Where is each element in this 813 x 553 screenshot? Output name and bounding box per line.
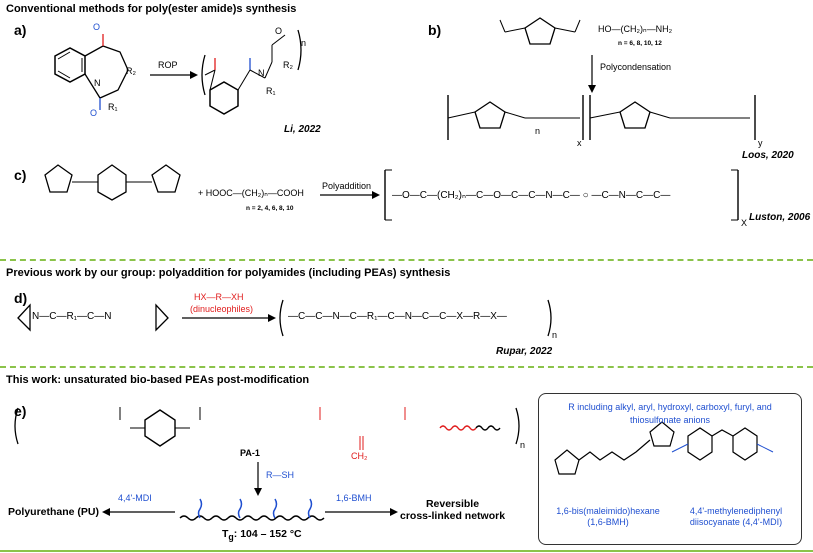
legend-bmh: 1,6-bis(maleimido)hexane (1,6-BMH)	[548, 506, 668, 528]
tg-range: Tg: 104 – 152 °C	[222, 528, 302, 542]
label-a: a)	[14, 22, 27, 38]
d-product-chain: —C—C—N—C—R₁—C—N—C—C—X—R—X—	[288, 311, 507, 322]
divider-2	[0, 366, 813, 368]
bmh-reagent-label: 1,6-BMH	[336, 493, 372, 503]
label-c: c)	[14, 167, 27, 183]
a-prod-o: O	[275, 26, 283, 36]
tg-symbol: T	[222, 528, 229, 540]
maleimide-ring-2	[649, 421, 675, 447]
ref-rupar-2022: Rupar, 2022	[496, 346, 553, 357]
label-d: d)	[14, 290, 28, 306]
tg-value: : 104 – 152 °C	[233, 528, 302, 540]
legend-bmh-line-2: (1,6-BMH)	[587, 517, 629, 527]
a-r2: R₂	[126, 66, 136, 76]
network-line-1: Reversible	[425, 498, 480, 510]
tg-subscript: g	[228, 532, 234, 543]
legend-mdi-line-1: 4,4'-methylenediphenyl	[689, 506, 783, 516]
b-n-values: n = 6, 8, 10, 12	[618, 40, 662, 47]
divider-1	[0, 259, 813, 261]
ref-loos-2020: Loos, 2020	[742, 150, 794, 161]
pu-product: Polyurethane (PU)	[8, 506, 100, 518]
rop-label: ROP	[158, 60, 178, 70]
d-reagent: HX—R—XH	[194, 292, 244, 302]
furan-ring-b	[524, 17, 556, 45]
ref-luston-2006: Luston, 2006	[749, 212, 811, 223]
label-e: e)	[14, 403, 27, 419]
benzene-ring-a2	[209, 81, 239, 115]
lactone-ring	[84, 45, 129, 99]
a-n-atom: N	[94, 78, 101, 88]
maleimide-ring-1	[554, 449, 580, 475]
polyaddition-label-c: Polyaddition	[322, 181, 372, 191]
b-n: n	[535, 126, 541, 136]
e-ch2: CH₂	[351, 451, 368, 461]
a-carbonyl-o: O	[93, 22, 101, 32]
bottom-rule	[0, 550, 813, 552]
header-previous-work: Previous work by our group: polyaddition…	[6, 267, 451, 279]
d-reagent-note: (dinucleophiles)	[190, 304, 254, 314]
network-product: Reversible cross-linked network	[400, 498, 505, 522]
legend-bmh-line-1: 1,6-bis(maleimido)hexane	[556, 506, 660, 516]
e-n: n	[520, 440, 526, 450]
c-x: X	[741, 218, 748, 228]
a-prod-n: N	[258, 68, 265, 78]
c-n-values: n = 2, 4, 6, 8, 10	[246, 205, 294, 212]
legend-box	[538, 393, 802, 545]
polymer-name: PA-1	[240, 448, 260, 458]
a-n: n	[301, 38, 307, 48]
b-reagent: HO—(CH₂)ₙ—NH₂	[598, 24, 673, 34]
legend-mdi: 4,4'-methylenediphenyl diisocyanate (4,4…	[676, 506, 796, 528]
header-conventional: Conventional methods for poly(ester amid…	[6, 3, 297, 15]
d-n: n	[552, 330, 558, 340]
mdi-reagent-label: 4,4'-MDI	[118, 493, 152, 503]
a-lower-o: O	[90, 108, 98, 118]
polycondensation-label: Polycondensation	[600, 62, 672, 72]
c-product-chain: —O—C—(CH₂)ₙ—C—O—C—C—N—C— ○ —C—N—C—C—	[392, 190, 671, 201]
legend-mdi-line-2: diisocyanate (4,4'-MDI)	[689, 517, 783, 527]
c-reagent: + HOOC—(CH₂)ₙ—COOH	[198, 188, 304, 198]
mdi-ring-1	[687, 427, 713, 461]
d-monomer: N—C—R₁—C—N	[32, 311, 112, 322]
label-b: b)	[428, 22, 442, 38]
legend-r-text: R including alkyl, aryl, hydroxyl, carbo…	[568, 402, 772, 425]
a-r1: R₁	[108, 102, 118, 112]
benzene-ring-a	[54, 47, 86, 83]
ref-li-2022: Li, 2022	[284, 124, 321, 135]
b-y: y	[758, 138, 763, 148]
wavy-chain-red	[439, 425, 477, 431]
thiol-reagent: R—SH	[266, 470, 295, 480]
header-this-work: This work: unsaturated bio-based PEAs po…	[6, 374, 310, 386]
mdi-ring-2	[732, 427, 758, 461]
a-prod-r1: R₁	[266, 86, 276, 96]
b-x: x	[577, 138, 582, 148]
a-prod-r2: R₂	[283, 60, 293, 70]
network-line-2: cross-linked network	[400, 510, 506, 522]
modified-chain	[179, 515, 325, 521]
